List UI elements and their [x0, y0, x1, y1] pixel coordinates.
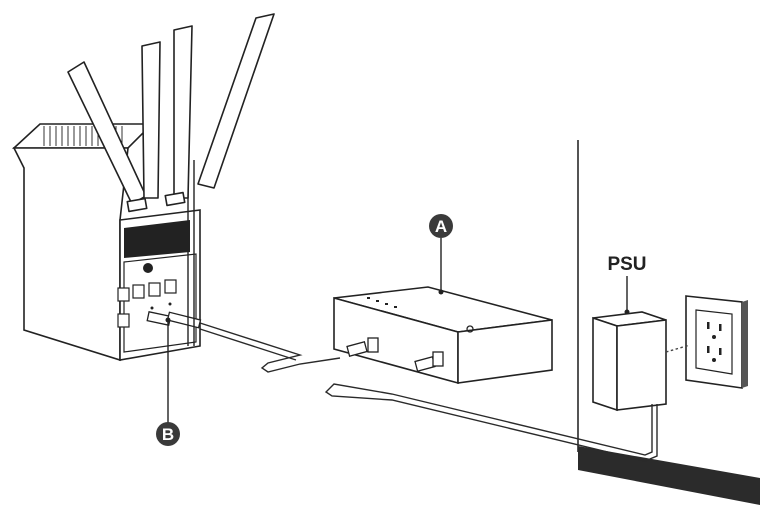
wall	[577, 140, 760, 505]
callout-b-label: B	[162, 425, 174, 444]
psu-cable	[324, 383, 658, 462]
callout-a-label: A	[435, 217, 447, 236]
router	[11, 123, 202, 362]
psu-box	[592, 311, 691, 412]
ethernet-cable	[199, 322, 341, 373]
wall-outlet	[685, 295, 748, 389]
callout-a-dot	[438, 289, 444, 295]
callout-a-badge	[429, 214, 453, 238]
poe-injector-a	[333, 286, 553, 385]
callout-b-badge	[156, 422, 180, 446]
psu-label: PSU	[607, 254, 646, 275]
psu-leader-dot	[624, 309, 630, 315]
callout-b-dot	[165, 317, 171, 323]
antennas	[67, 13, 275, 213]
